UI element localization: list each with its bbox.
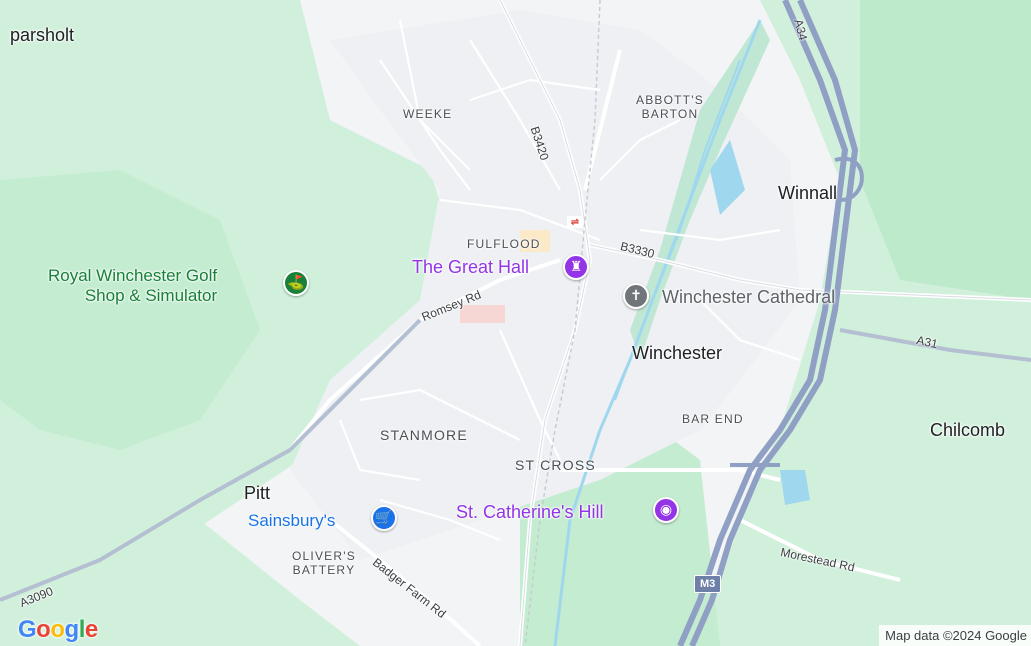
woods-west <box>0 170 260 450</box>
river-channel <box>614 59 741 401</box>
water-meadows-north <box>630 20 770 360</box>
town-label-winnall: Winnall <box>778 183 838 203</box>
golf-icon[interactable]: ⛳ <box>283 270 309 296</box>
poi-label-great-hall[interactable]: The Great Hall <box>412 257 530 277</box>
countryside-south-west <box>0 520 360 646</box>
map-attribution[interactable]: Map data ©2024 Google <box>879 625 1031 646</box>
camera-icon[interactable]: ◉ <box>653 497 679 523</box>
town-label-chilcomb: Chilcomb <box>930 420 1006 440</box>
motorway-junction <box>834 156 864 202</box>
district-label-weeke: WEEKE <box>403 107 453 121</box>
town-label-pitt: Pitt <box>244 483 271 503</box>
district-label-olivers-battery: OLIVER'S BATTERY <box>292 549 356 577</box>
railway-line <box>524 0 601 646</box>
poi-label-st-catherines-hill[interactable]: St. Catherine's Hill <box>456 502 604 522</box>
district-label-bar-end: BAR END <box>682 412 744 426</box>
water-lake-east <box>780 470 810 505</box>
town-label-winchester: Winchester <box>632 343 723 363</box>
poi-label-cathedral[interactable]: Winchester Cathedral <box>662 287 836 307</box>
district-label-st-cross: ST CROSS <box>515 457 596 473</box>
woods-east <box>860 0 1031 300</box>
minor-streets <box>338 19 801 542</box>
town-label-sparsholt: parsholt <box>10 25 75 45</box>
google-logo[interactable]: Google <box>18 616 98 643</box>
rail-station-icon[interactable]: ⇌ <box>567 216 583 228</box>
commercial-area <box>520 230 550 252</box>
district-label-stanmore: STANMORE <box>380 427 468 443</box>
water-pond <box>710 140 745 215</box>
urban-winchester <box>290 10 800 560</box>
a-roads <box>0 318 1031 602</box>
motorway-shield-m3: M3 <box>694 575 722 593</box>
district-label-abbotts-barton: ABBOTT'S BARTON <box>636 93 704 121</box>
castle-icon[interactable]: ♜ <box>563 254 589 280</box>
shopping-cart-icon[interactable]: 🛒 <box>371 505 397 531</box>
poi-label-sainsburys[interactable]: Sainsbury's <box>248 511 336 530</box>
motorway-m3 <box>677 0 859 646</box>
district-label-fulflood: FULFLOOD <box>467 237 541 251</box>
road-casings <box>499 0 1031 646</box>
poi-label-golf[interactable]: Royal Winchester Golf Shop & Simulator <box>48 266 218 305</box>
church-cross-icon[interactable]: ✝ <box>623 283 649 309</box>
hospital-area <box>460 305 505 323</box>
